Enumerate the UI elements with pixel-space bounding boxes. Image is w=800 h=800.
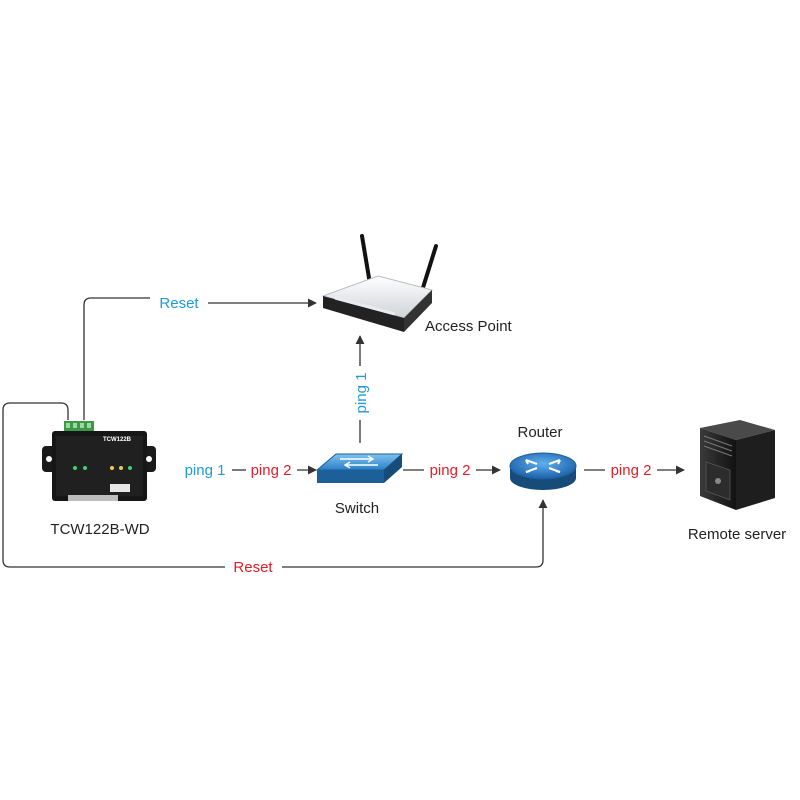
controller-box-icon bbox=[42, 421, 156, 501]
ping2-label-to-router: ping 2 bbox=[430, 462, 471, 479]
network-switch-icon bbox=[315, 453, 404, 483]
switch-label: Switch bbox=[335, 500, 379, 517]
wireless-router-icon bbox=[321, 234, 438, 332]
reset-wire-to-access-point bbox=[83, 297, 150, 420]
ping2-label-to-server: ping 2 bbox=[611, 462, 652, 479]
controller-label: TCW122B-WD bbox=[50, 521, 149, 538]
reset-label-top: Reset bbox=[159, 295, 199, 312]
reset-wire-to-router-arrow bbox=[282, 499, 548, 568]
access-point-label: Access Point bbox=[425, 318, 513, 335]
router-icon bbox=[509, 452, 577, 490]
reset-label-bottom: Reset bbox=[233, 559, 273, 576]
reset-wire-to-router bbox=[2, 402, 225, 568]
router-label: Router bbox=[517, 424, 562, 441]
controller-model-text: TCW122B bbox=[103, 437, 132, 443]
ping1-label-vertical: ping 1 bbox=[353, 373, 370, 414]
ping2-label-to-switch: ping 2 bbox=[251, 462, 292, 479]
server-tower-icon bbox=[700, 420, 775, 510]
ping1-label-horizontal: ping 1 bbox=[185, 462, 226, 479]
server-label: Remote server bbox=[688, 526, 786, 543]
